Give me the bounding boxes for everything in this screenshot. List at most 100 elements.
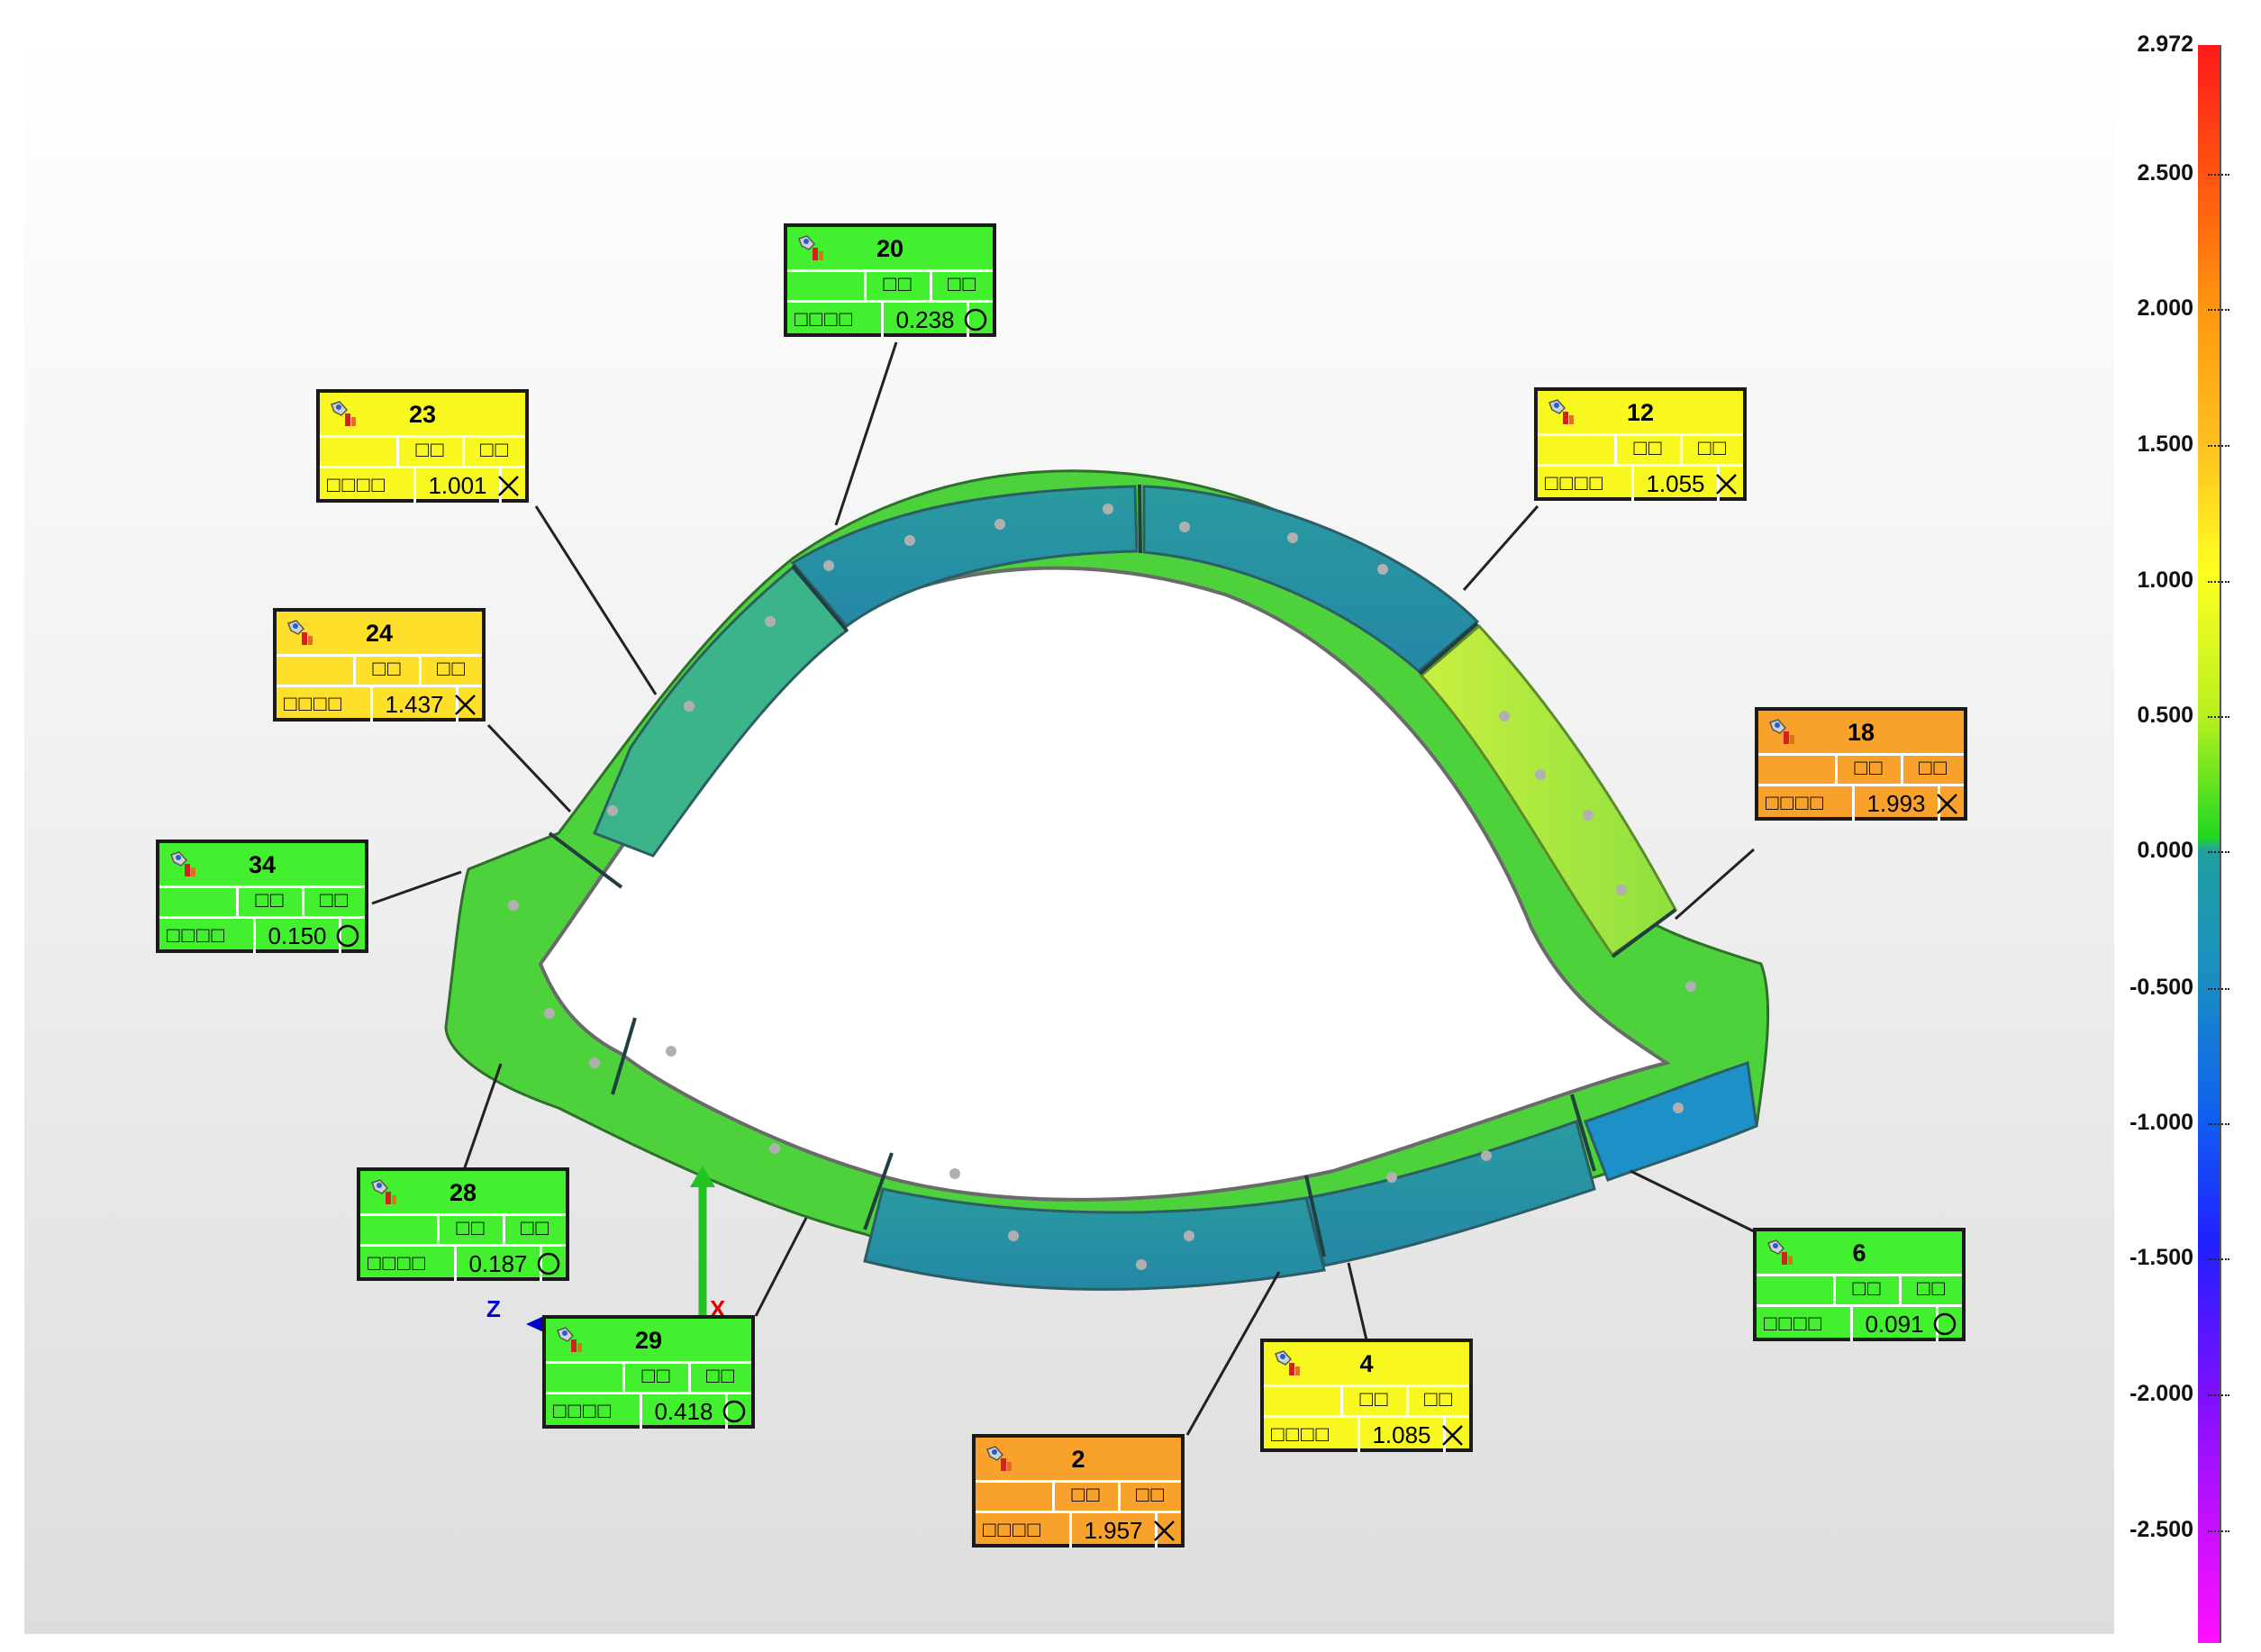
scale-tick: 0.000 bbox=[2094, 838, 2229, 865]
label-column-header-row: □□□□ bbox=[546, 1361, 751, 1394]
label-id: 20 bbox=[876, 235, 904, 262]
column-header-1: □□ bbox=[1833, 1274, 1899, 1304]
feature-measure-icon bbox=[985, 1444, 1015, 1475]
deviation-value: 0.091 bbox=[1850, 1307, 1939, 1341]
scale-tick-label: 2.500 bbox=[2137, 160, 2193, 186]
row-name: □□□□ bbox=[1545, 471, 1604, 495]
scale-tick-label: -2.500 bbox=[2129, 1517, 2193, 1542]
label-column-header-row: □□□□ bbox=[976, 1480, 1181, 1513]
label-column-header-row: □□□□ bbox=[1264, 1384, 1469, 1418]
fail-cross-icon bbox=[1436, 1418, 1469, 1452]
callout-label-23[interactable]: 23□□□□□□□□1.001 bbox=[316, 389, 529, 503]
column-header-1: □□ bbox=[864, 269, 930, 300]
label-id: 2 bbox=[1071, 1446, 1085, 1473]
label-value-row: □□□□0.418 bbox=[546, 1394, 751, 1429]
fail-cross-icon bbox=[1710, 467, 1743, 501]
segment-top-right bbox=[1142, 485, 1480, 673]
scale-tick-mark bbox=[2208, 445, 2229, 447]
segment-bottom-center bbox=[863, 1187, 1326, 1291]
row-name: □□□□ bbox=[983, 1518, 1042, 1542]
column-header-1: □□ bbox=[1835, 753, 1901, 784]
feature-measure-icon bbox=[329, 399, 359, 430]
label-column-header-row: □□□□ bbox=[320, 435, 525, 468]
label-header-row: 24 bbox=[277, 612, 482, 657]
label-id: 6 bbox=[1852, 1239, 1866, 1266]
callout-label-20[interactable]: 20 □□□□□□□□0.238 bbox=[784, 223, 996, 337]
label-id: 34 bbox=[248, 851, 277, 878]
column-header-2: □□ bbox=[1901, 753, 1964, 784]
label-value-row: □□□□1.437 bbox=[277, 687, 482, 722]
column-header-2: □□ bbox=[419, 654, 482, 685]
column-header-2: □□ bbox=[688, 1361, 751, 1392]
label-header-row: 29 bbox=[546, 1319, 751, 1364]
segment-left-upper bbox=[593, 565, 849, 858]
callout-label-24[interactable]: 24□□□□□□□□1.437 bbox=[273, 608, 486, 722]
label-column-header-row: □□□□ bbox=[1758, 753, 1964, 786]
deviation-value: 0.238 bbox=[881, 303, 969, 337]
deviation-value: 1.001 bbox=[413, 468, 502, 503]
scale-tick-label: -1.500 bbox=[2129, 1245, 2193, 1270]
label-id: 29 bbox=[634, 1327, 663, 1354]
callout-label-6[interactable]: 6□□□□□□□□0.091 bbox=[1753, 1228, 1966, 1341]
callout-label-34[interactable]: 34□□□□□□□□0.150 bbox=[156, 840, 368, 953]
label-header-row: 23 bbox=[320, 393, 525, 438]
callout-label-18[interactable]: 18 □□□□□□□□1.993 bbox=[1755, 707, 1967, 821]
label-id: 23 bbox=[408, 401, 437, 428]
scale-tick-label: -0.500 bbox=[2129, 975, 2193, 1000]
scale-tick-label: 1.500 bbox=[2137, 431, 2193, 457]
z-axis-arrowhead bbox=[526, 1315, 546, 1333]
deviation-value: 1.055 bbox=[1631, 467, 1720, 501]
label-value-row: □□□□1.993 bbox=[1758, 786, 1964, 821]
segment-right-corner bbox=[1584, 1061, 1758, 1182]
label-column-header-row: □□□□ bbox=[277, 654, 482, 687]
scale-tick-label: 2.972 bbox=[2137, 32, 2193, 57]
scale-tick: 1.500 bbox=[2094, 431, 2229, 458]
scale-tick: -0.500 bbox=[2094, 975, 2229, 1002]
column-header-2: □□ bbox=[930, 269, 993, 300]
scale-tick-mark bbox=[2208, 1394, 2229, 1396]
label-header-row: 28 bbox=[360, 1171, 566, 1216]
column-header-2: □□ bbox=[1680, 433, 1743, 464]
pass-circle-icon bbox=[331, 919, 365, 953]
label-header-row: 4 bbox=[1264, 1342, 1469, 1387]
scale-tick-mark bbox=[2208, 1530, 2229, 1532]
label-id: 12 bbox=[1626, 399, 1655, 426]
column-header-1: □□ bbox=[1052, 1480, 1118, 1511]
z-axis-label: Z bbox=[486, 1295, 501, 1322]
column-header-1: □□ bbox=[1614, 433, 1680, 464]
y-axis-arrowhead bbox=[690, 1166, 715, 1187]
callout-label-28[interactable]: 28□□□□□□□□0.187 bbox=[357, 1167, 569, 1281]
feature-measure-icon bbox=[1767, 717, 1798, 748]
scale-tick: 2.500 bbox=[2094, 160, 2229, 187]
pass-circle-icon bbox=[532, 1247, 566, 1281]
scale-tick-label: -2.000 bbox=[2129, 1381, 2193, 1406]
row-name: □□□□ bbox=[368, 1251, 427, 1275]
scale-tick-mark bbox=[2208, 581, 2229, 583]
column-header-2: □□ bbox=[1118, 1480, 1181, 1511]
row-name: □□□□ bbox=[327, 473, 386, 497]
callout-label-29[interactable]: 29 □□□□□□□□0.418 bbox=[542, 1315, 755, 1429]
label-column-header-row: □□□□ bbox=[787, 269, 993, 303]
feature-measure-icon bbox=[286, 618, 316, 649]
deviation-value: 0.418 bbox=[640, 1394, 728, 1429]
color-scale-bar bbox=[2198, 45, 2221, 1643]
callout-label-4[interactable]: 4□□□□□□□□1.085 bbox=[1260, 1339, 1473, 1452]
callout-label-2[interactable]: 2□□□□□□□□1.957 bbox=[972, 1434, 1185, 1548]
label-id: 18 bbox=[1847, 719, 1875, 746]
row-name: □□□□ bbox=[1766, 791, 1825, 815]
column-header-1: □□ bbox=[353, 654, 419, 685]
scale-tick: 2.000 bbox=[2094, 295, 2229, 322]
label-header-row: 20 bbox=[787, 227, 993, 272]
column-header-1: □□ bbox=[437, 1213, 503, 1244]
scale-tick-label: 0.500 bbox=[2137, 703, 2193, 728]
row-name: □□□□ bbox=[1271, 1422, 1330, 1447]
column-header-2: □□ bbox=[302, 885, 365, 916]
scale-tick: 0.500 bbox=[2094, 703, 2229, 730]
label-value-row: □□□□0.187 bbox=[360, 1247, 566, 1281]
row-name: □□□□ bbox=[284, 692, 343, 716]
callout-label-12[interactable]: 12□□□□□□□□1.055 bbox=[1534, 387, 1747, 501]
label-column-header-row: □□□□ bbox=[360, 1213, 566, 1247]
feature-measure-icon bbox=[555, 1325, 586, 1356]
scale-tick: -2.000 bbox=[2094, 1381, 2229, 1408]
